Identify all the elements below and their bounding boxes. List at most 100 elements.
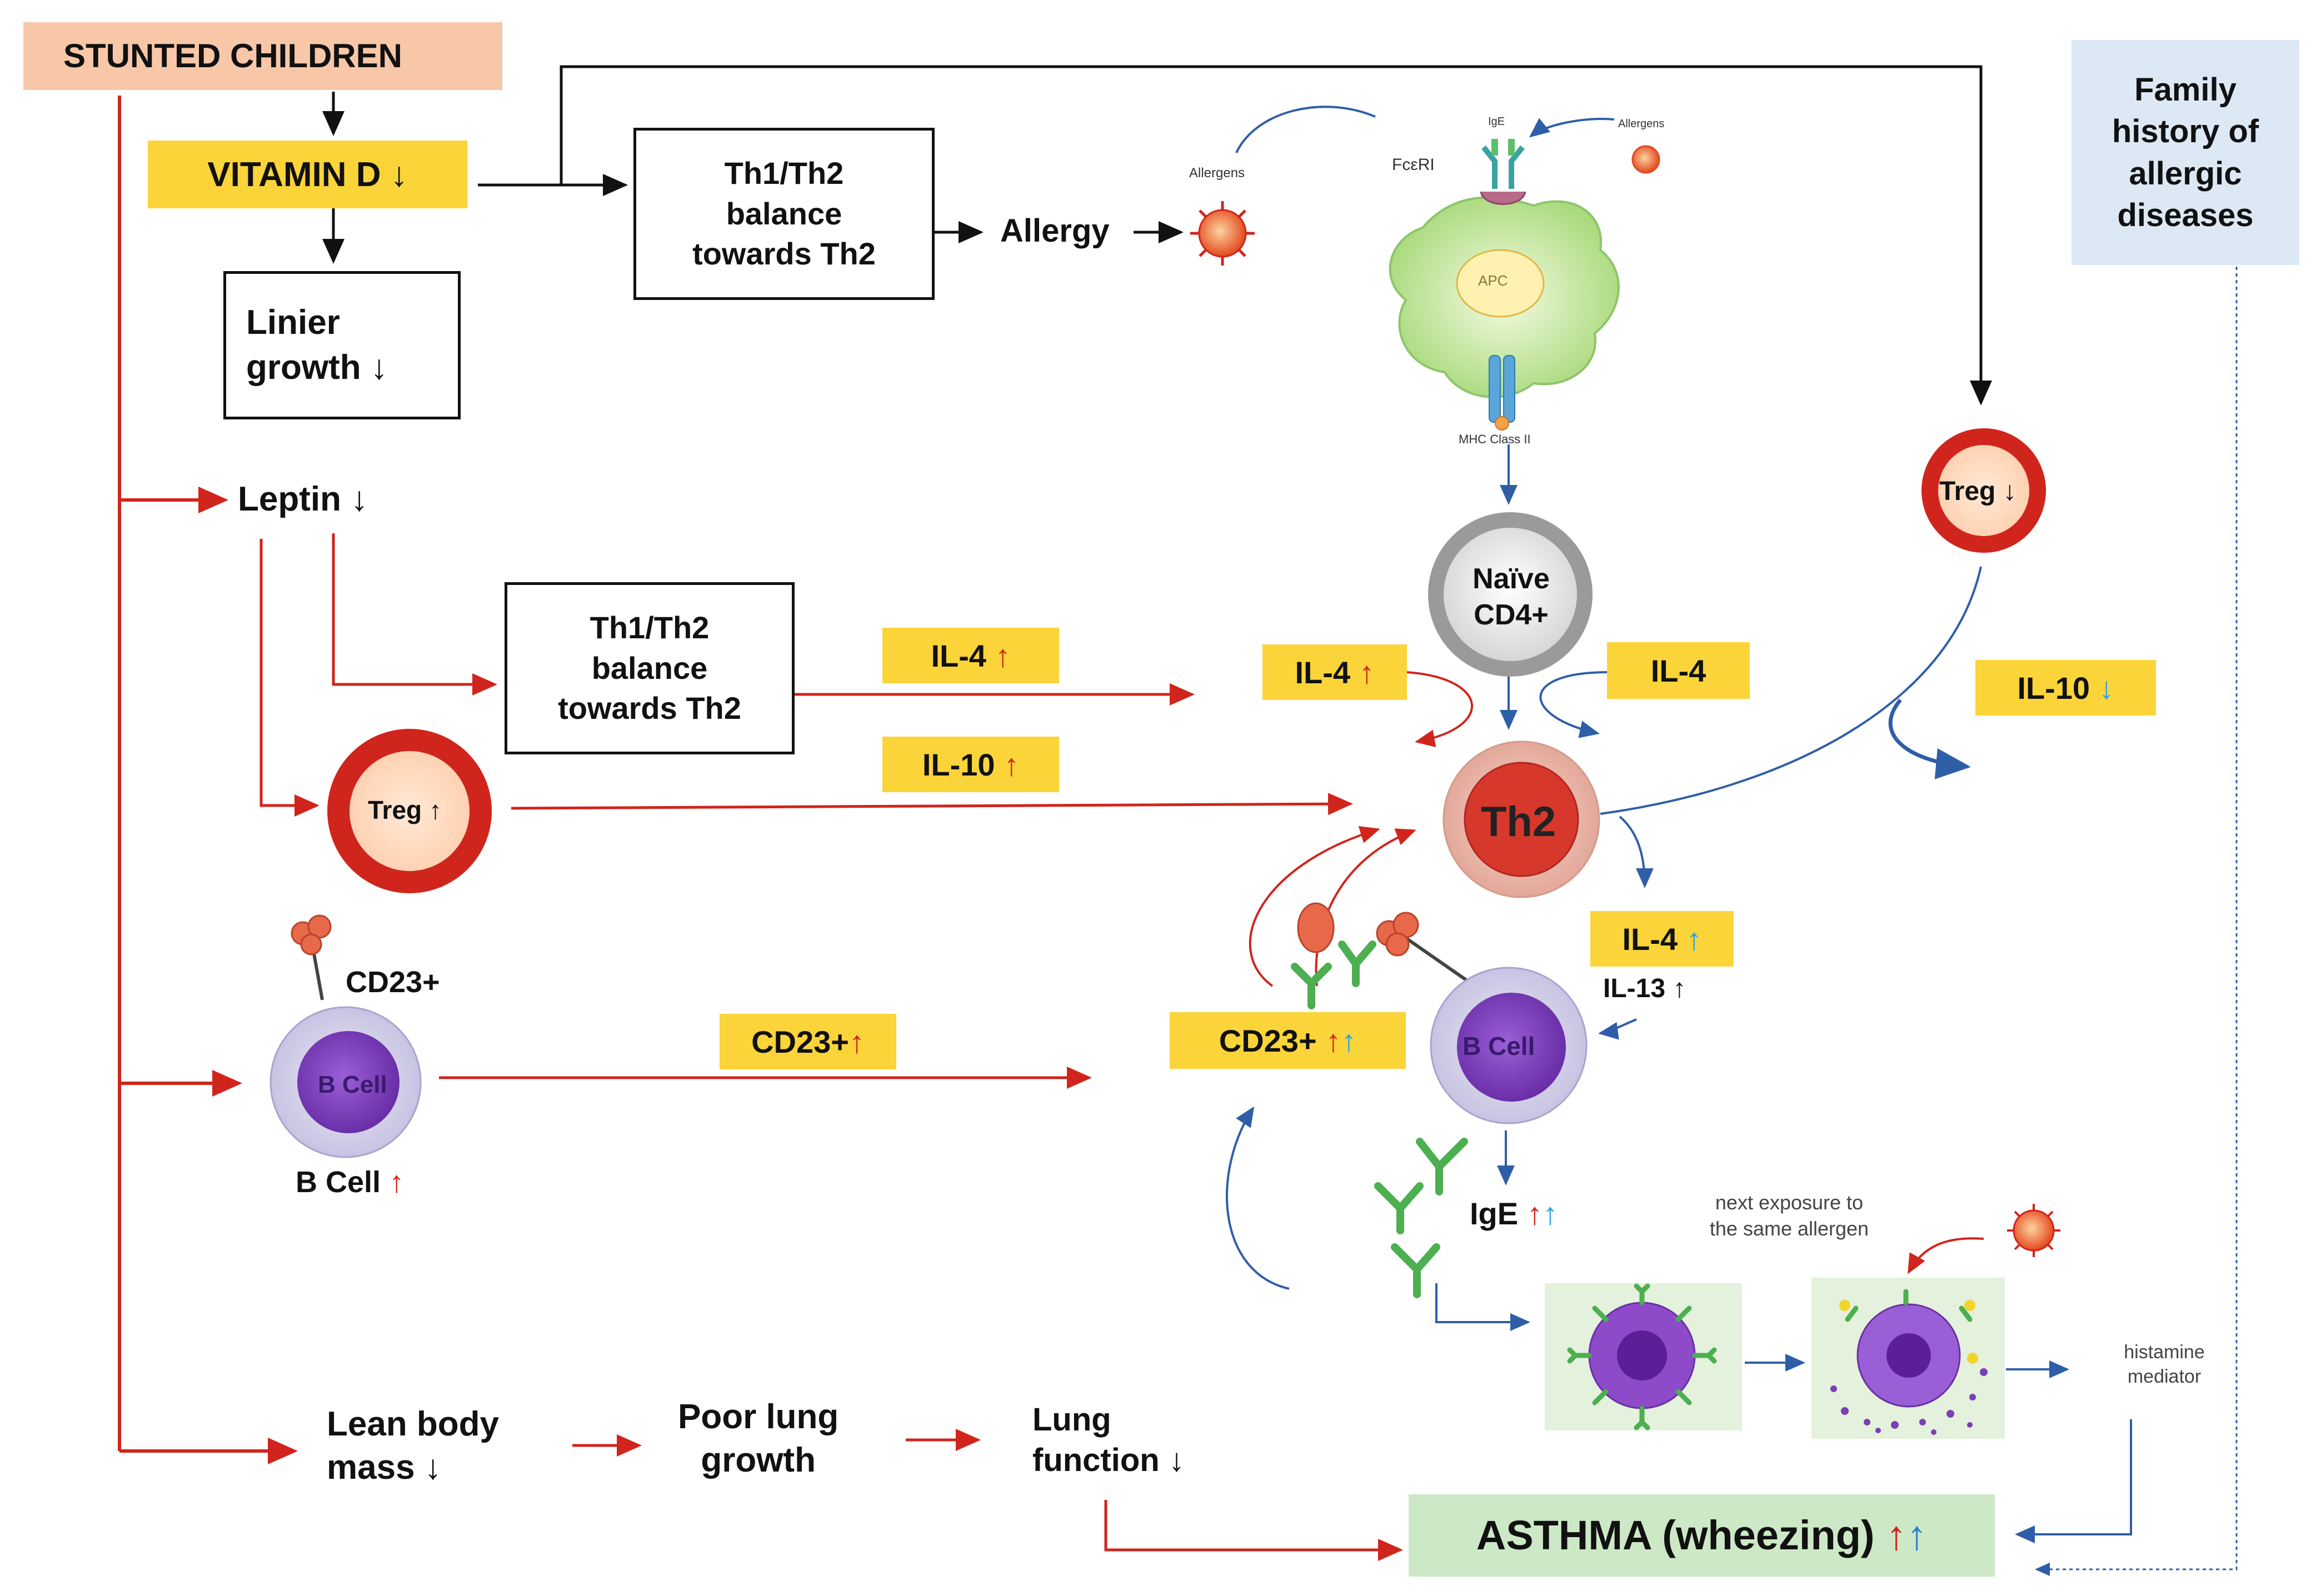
linier-growth-line1: Linier [246, 303, 340, 342]
family-history-line3: allergic [2129, 155, 2242, 192]
lung-function-line2: function ↓ [1032, 1442, 1185, 1478]
b-cell-left-drawing [269, 914, 422, 1158]
family-history-line2: history of [2112, 113, 2259, 150]
cd23-mid-arrow: ↑ [848, 1024, 865, 1059]
lung-chain-arrows [572, 1429, 1403, 1561]
cd23-mid-label: CD23+ [751, 1024, 849, 1059]
treg-right-text: Treg [1939, 477, 1996, 506]
stunted-children-box: STUNTED CHILDREN [23, 22, 502, 90]
cd23-right-label: CD23+ [1219, 1023, 1317, 1058]
ige-red-arrow: ↑ [1526, 1196, 1543, 1231]
treg-left-arrow: ↑ [428, 796, 442, 824]
th-balance-mid-line3: towards Th2 [558, 691, 741, 726]
blue-arrows [1226, 106, 2132, 1543]
fceri-label: FcεRI [1392, 156, 1435, 174]
next-exposure-label: next exposure to the same allergen [1689, 1190, 1889, 1242]
treg-left-text: Treg [368, 796, 422, 824]
vitamin-d-box: VITAMIN D ↓ [148, 141, 467, 208]
allergen-next-exposure [2007, 1204, 2060, 1257]
next-exposure-line1: next exposure to [1715, 1191, 1864, 1214]
apc-cell [1389, 139, 1620, 431]
il4-mid-box: IL-4 ↑ [882, 628, 1059, 683]
poor-lung-label: Poor lung growth [678, 1395, 838, 1482]
th2-cell [1442, 741, 1600, 898]
histamine-line1: histamine [2124, 1342, 2205, 1363]
asthma-blue-arrow: ↑ [1906, 1512, 1928, 1558]
mast-cell-1 [1545, 1283, 1742, 1430]
cd23-right-red-arrow: ↑ [1325, 1023, 1341, 1058]
treg-right-cell [1921, 428, 2046, 553]
ige-blue-arrow: ↑ [1542, 1196, 1558, 1231]
th-balance-top-line3: towards Th2 [692, 236, 876, 272]
asthma-label: ASTHMA (wheezing) [1476, 1512, 1875, 1558]
lean-body-line1: Lean body [327, 1405, 500, 1443]
il4-right-box: IL-4 ↑ [1590, 911, 1734, 967]
th-balance-top-box: Th1/Th2 balance towards Th2 [633, 128, 935, 300]
cd23-left-label: CD23+ [346, 965, 440, 999]
apc-label: APC [1478, 272, 1508, 289]
linier-growth-box: Linier growth ↓ [223, 271, 461, 419]
family-history-connector [2035, 267, 2238, 1576]
b-cell-right-drawing [1297, 902, 1588, 1124]
vitamin-d-arrows [322, 65, 1992, 406]
naive-cd4-cell [1428, 512, 1593, 677]
il10-right-label: IL-10 [2017, 670, 2090, 706]
b-cell-left-label: B Cell [318, 1071, 387, 1098]
stunted-children-label: STUNTED CHILDREN [63, 37, 402, 74]
ige-receptor-label: IgE [1488, 116, 1505, 128]
treg-left-cell [327, 729, 492, 893]
red-curves [1249, 671, 1984, 1274]
allergens-right-label: Allergens [1618, 118, 1665, 130]
il13-label: IL-13 ↑ [1603, 972, 1686, 1005]
th-balance-mid-box: Th1/Th2 balance towards Th2 [505, 582, 795, 754]
il4-left-of-naive-box: IL-4 ↑ [1262, 644, 1407, 700]
th-balance-top-line2: balance [726, 196, 842, 231]
b-cell-up-arrow: ↑ [389, 1165, 405, 1199]
il10-mid-label: IL-10 [922, 747, 995, 782]
allergen-main [1190, 201, 1255, 266]
il10-mid-up-arrow: ↑ [1004, 747, 1020, 782]
naive-cd4-line1: Naïve [1473, 563, 1550, 595]
poor-lung-line1: Poor lung [678, 1398, 839, 1436]
lean-body-label: Lean body mass ↓ [327, 1403, 499, 1489]
ige-label: IgE ↑↑ [1470, 1194, 1558, 1233]
vitamin-d-label: VITAMIN D ↓ [207, 155, 408, 194]
naive-cd4-label: Naïve CD4+ [1468, 561, 1554, 633]
cd23-right-blue-arrow: ↑ [1341, 1023, 1357, 1058]
b-cell-right-label: B Cell [1463, 1032, 1535, 1060]
cd23-right-box: CD23+ ↑↑ [1170, 1012, 1406, 1069]
il4-right-label: IL-4 [1622, 921, 1678, 957]
treg-right-label: Treg ↓ [1939, 475, 2016, 508]
b-cell-up-text: B Cell [296, 1165, 381, 1199]
family-history-line4: diseases [2117, 197, 2254, 233]
th-balance-top-line1: Th1/Th2 [724, 155, 844, 191]
histamine-label: histamine mediator [2095, 1340, 2234, 1389]
lung-function-label: Lung function ↓ [1032, 1400, 1185, 1480]
il4-left-of-naive-arrow: ↑ [1359, 654, 1375, 690]
th-balance-mid-line2: balance [591, 650, 708, 686]
leptin-label: Leptin ↓ [238, 480, 368, 518]
asthma-box: ASTHMA (wheezing) ↑↑ [1409, 1494, 1995, 1577]
mhc-label: MHC Class II [1459, 432, 1531, 446]
stunted-trunk [118, 96, 298, 1464]
allergens-left-label: Allergens [1189, 166, 1245, 181]
th2-label: Th2 [1481, 798, 1556, 845]
il4-right-arrow: ↑ [1686, 921, 1702, 957]
linier-growth-line2: growth ↓ [246, 348, 388, 387]
il10-right-box: IL-10 ↓ [1975, 660, 2156, 716]
family-history-box: Family history of allergic diseases [2072, 40, 2299, 265]
il4-mid-up-arrow: ↑ [995, 638, 1011, 673]
allergen-small [1631, 145, 1660, 174]
th-balance-mid-line1: Th1/Th2 [590, 609, 710, 645]
il4-left-of-naive-label: IL-4 [1295, 654, 1350, 690]
treg-right-arrow: ↓ [2003, 477, 2016, 506]
poor-lung-line2: growth [701, 1440, 816, 1479]
ige-text: IgE [1470, 1196, 1519, 1231]
family-history-line1: Family [2134, 71, 2237, 108]
cd23-mid-box: CD23+↑ [720, 1014, 896, 1069]
leptin-arrows [259, 533, 1353, 1089]
lung-function-line1: Lung [1032, 1402, 1111, 1438]
naive-cd4-line2: CD4+ [1474, 599, 1549, 631]
